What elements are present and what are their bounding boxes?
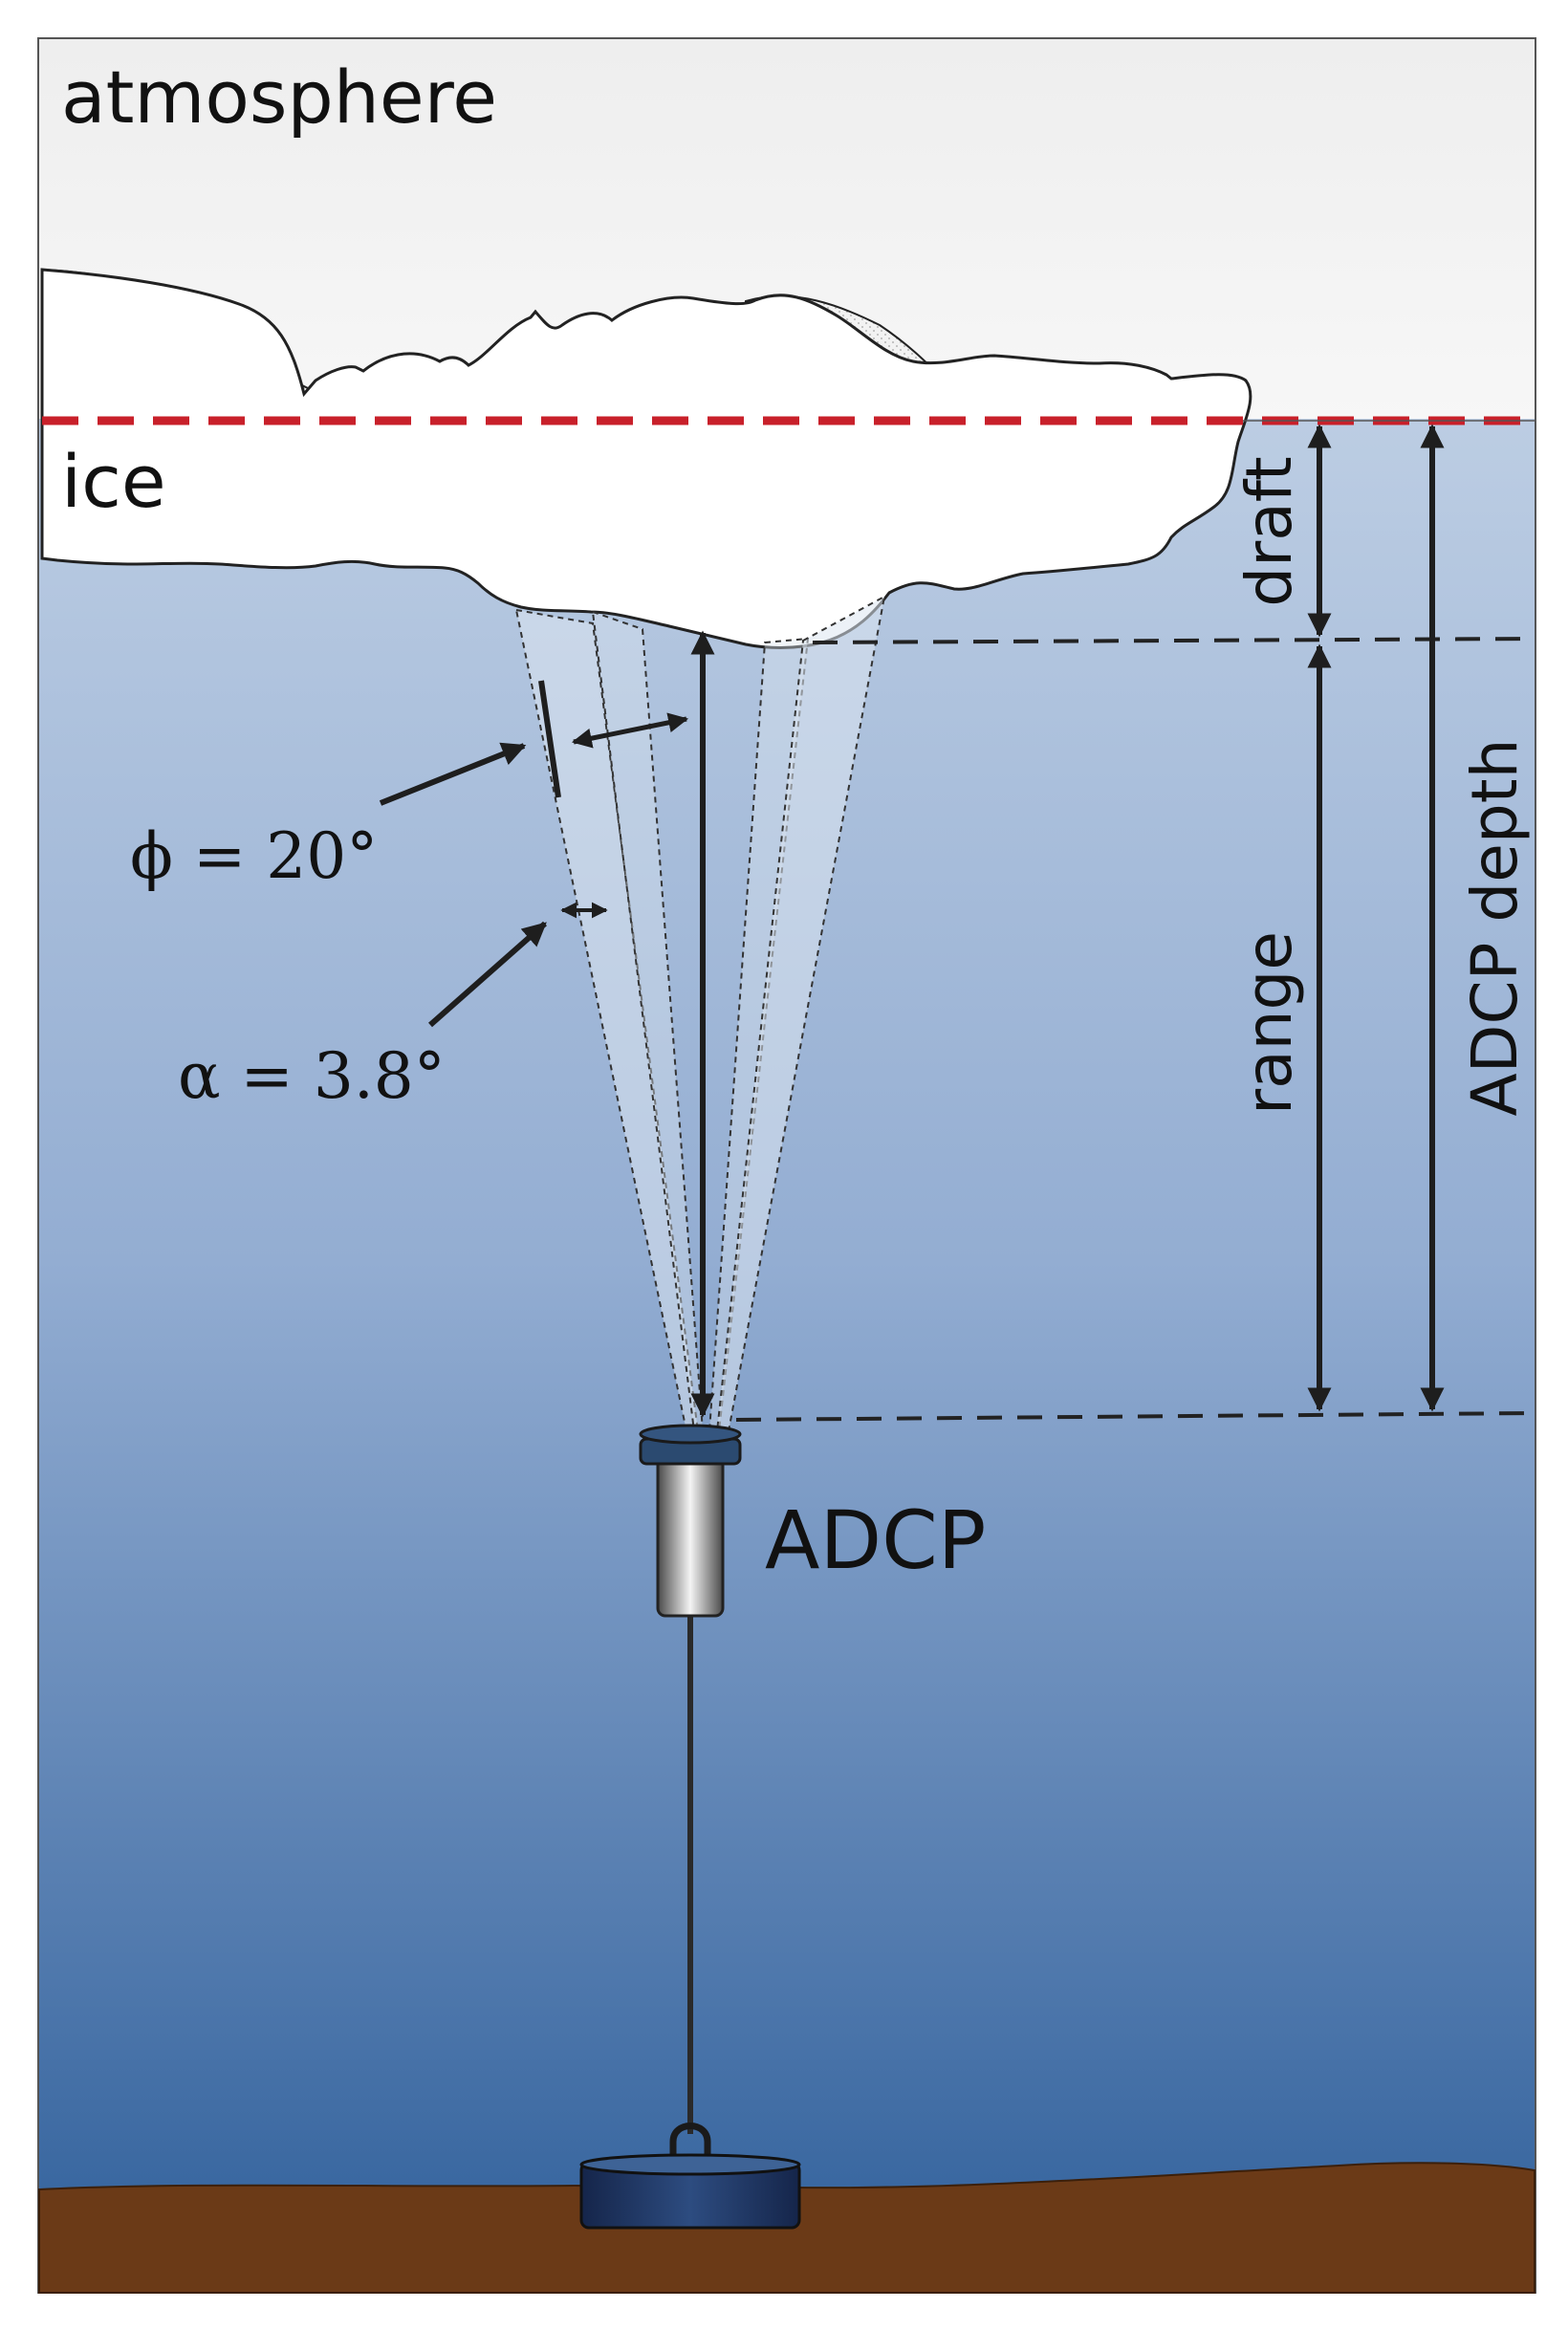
phi-span-arrow [571, 712, 689, 749]
adcp-instrument [639, 1424, 742, 1618]
label-ice: ice [61, 439, 166, 524]
phi-tick [538, 680, 561, 798]
ice-floe [40, 268, 1252, 649]
phi-pointer-arrow [379, 742, 527, 806]
beam-left-outer [514, 608, 700, 1432]
anchor-bail [669, 2123, 711, 2161]
label-atmosphere: atmosphere [61, 54, 497, 140]
adcp-transducer-head [639, 1424, 742, 1445]
adcp-body [656, 1456, 725, 1618]
label-range: range [1232, 931, 1306, 1115]
label-draft: draft [1232, 456, 1306, 606]
label-phi: ϕ = 20° [130, 819, 378, 893]
alpha-pointer-arrow [428, 921, 547, 1028]
label-alpha: α = 3.8° [178, 1039, 446, 1113]
anchor-weight [579, 2123, 801, 2230]
anchor-top [579, 2153, 801, 2176]
adcp-reference-line [735, 1411, 1535, 1422]
label-adcp-depth: ADCP depth [1458, 739, 1532, 1117]
water-region [39, 419, 1535, 2293]
acoustic-beams [514, 595, 886, 1432]
label-adcp: ADCP [765, 1493, 986, 1587]
